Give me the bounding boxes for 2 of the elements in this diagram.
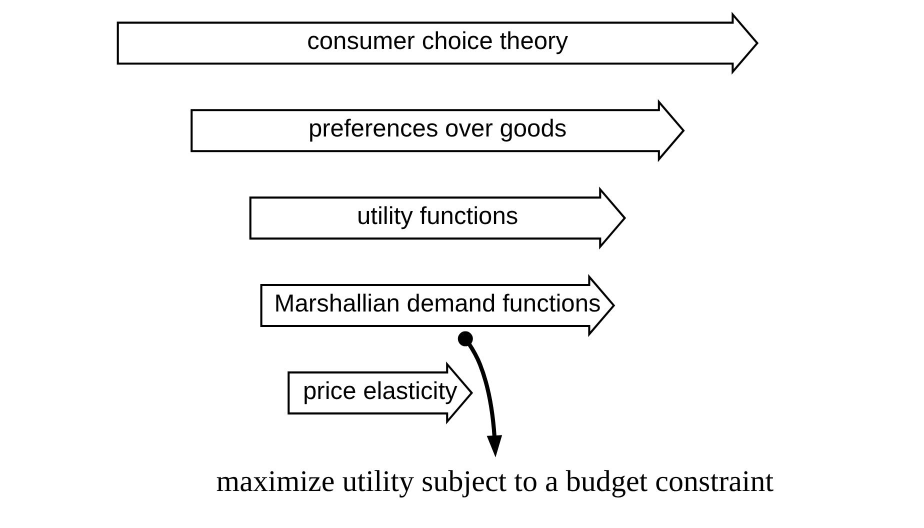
node-text: maximize utility subject to a budget constraint <box>216 463 774 498</box>
arrow <box>457 330 502 457</box>
